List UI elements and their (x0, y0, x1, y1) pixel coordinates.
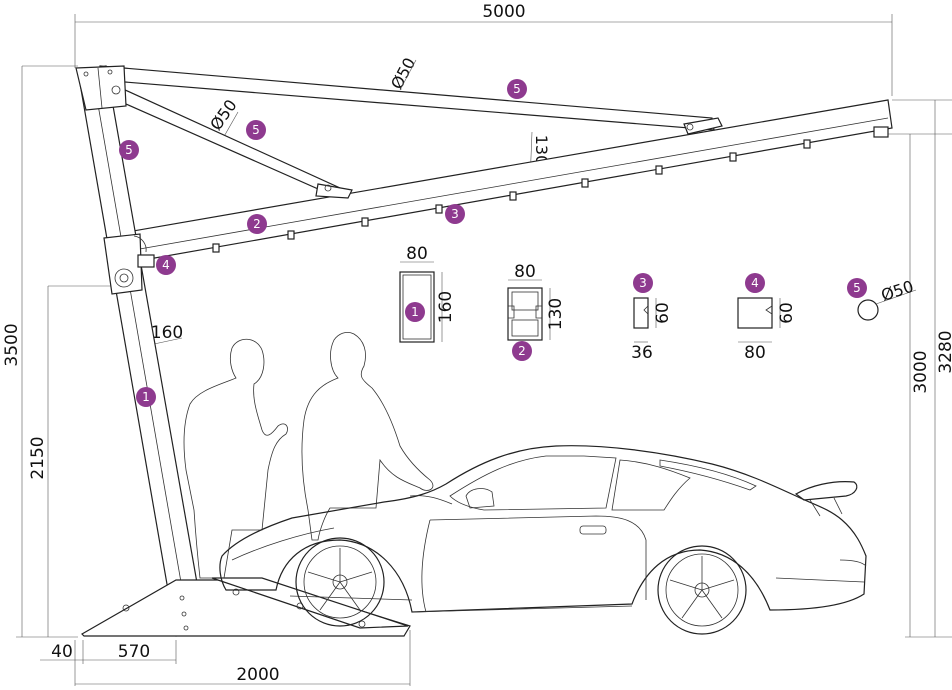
base-ramp (81, 579, 411, 637)
svg-text:4: 4 (162, 258, 170, 272)
profile-2-height: 130 (546, 298, 566, 330)
profile-5-diameter: Ø50 (879, 277, 916, 305)
dim-height-rear-outer: 3280 (936, 330, 952, 373)
badge-beam: 2 (247, 214, 267, 234)
badge-column: 1 (136, 387, 156, 407)
badge-purlin: 3 (445, 204, 465, 224)
dim-height-rear-inner: 3000 (911, 350, 931, 393)
profile-1-height: 160 (436, 291, 456, 323)
column-bracket (103, 233, 143, 295)
badge-profile-1: 1 (405, 302, 425, 322)
badge-tie-left: 5 (119, 140, 139, 160)
profile-2-section: 80 130 (507, 262, 566, 341)
profile-sections: 80 160 80 130 36 60 8 (399, 244, 917, 363)
column-head-plate (75, 65, 127, 111)
car-windshield (449, 455, 617, 511)
dimension-lines (16, 14, 952, 686)
badge-profile-3: 3 (633, 273, 653, 293)
callout-badges: 1 2 3 4 5 5 5 1 (119, 79, 867, 407)
badge-tie-lower: 5 (246, 120, 266, 140)
profile-4-width: 80 (744, 343, 766, 363)
dim-base-left: 40 (51, 642, 73, 662)
svg-text:5: 5 (853, 281, 861, 295)
badge-profile-4: 4 (745, 273, 765, 293)
svg-text:5: 5 (125, 143, 133, 157)
svg-text:5: 5 (252, 123, 260, 137)
profile-3-height: 60 (653, 302, 673, 324)
svg-text:2: 2 (253, 217, 261, 231)
dim-tube-upper: Ø50 (387, 54, 419, 92)
car-front-wheel (295, 537, 385, 627)
column (77, 65, 207, 637)
badge-edge: 4 (156, 255, 176, 275)
profile-3-section: 36 60 (631, 297, 673, 363)
carport-structure (75, 65, 893, 637)
dim-height-front: 2150 (28, 436, 48, 479)
profile-1-section: 80 160 (399, 244, 456, 343)
badge-profile-5: 5 (847, 278, 867, 298)
purlins (212, 126, 889, 253)
car-side-window (611, 459, 691, 511)
svg-text:5: 5 (513, 82, 521, 96)
profile-5-section: Ø50 (857, 277, 917, 321)
car-body (219, 445, 867, 613)
people-silhouettes (183, 332, 434, 579)
person-right (301, 332, 434, 541)
profile-4-height: 60 (777, 302, 797, 324)
sports-car (219, 445, 867, 635)
dim-total-width: 5000 (482, 2, 525, 22)
svg-text:1: 1 (411, 305, 419, 319)
dim-height-total: 3500 (2, 323, 22, 366)
svg-text:4: 4 (751, 276, 759, 290)
profile-2-width: 80 (514, 262, 536, 282)
svg-text:3: 3 (639, 276, 647, 290)
car-rear-wheel (657, 545, 747, 635)
person-left (183, 338, 288, 579)
dim-column-width: 160 (151, 323, 183, 343)
profile-4-section: 80 60 (737, 297, 797, 363)
svg-text:3: 3 (451, 207, 459, 221)
dim-base-length: 2000 (236, 665, 279, 685)
car-spoiler (794, 481, 858, 501)
profile-1-width: 80 (406, 244, 428, 264)
profile-3-width: 36 (631, 343, 653, 363)
dim-base-col: 570 (118, 642, 150, 662)
svg-text:1: 1 (142, 390, 150, 404)
svg-text:2: 2 (518, 344, 526, 358)
rod-fitting-rear (683, 117, 723, 135)
dim-tube-lower: Ø50 (206, 96, 240, 134)
dim-beam-height: 130 (532, 135, 551, 166)
badge-tie-upper: 5 (507, 79, 527, 99)
badge-profile-2: 2 (512, 341, 532, 361)
